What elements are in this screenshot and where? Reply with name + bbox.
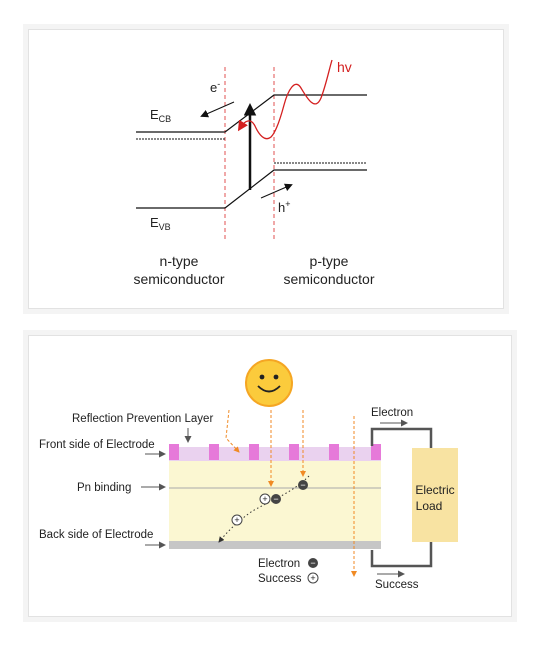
- band-diagram: hv e- h+ ECB EVB n-type semiconductor p-…: [133, 59, 374, 287]
- svg-text:+: +: [262, 494, 267, 504]
- success-flow-label: Success: [375, 579, 419, 591]
- electron-label: e-: [210, 79, 220, 95]
- electric-load-box: [412, 448, 458, 542]
- circuit-wire-bottom: [370, 540, 433, 568]
- reflection-layer-label: Reflection Prevention Layer: [72, 413, 213, 425]
- light-rays: [225, 409, 357, 577]
- carrier-path: [218, 475, 310, 543]
- band-diagram-panel: hv e- h+ ECB EVB n-type semiconductor p-…: [28, 29, 504, 309]
- pn-binding-label: Pn binding: [77, 482, 131, 494]
- valence-band: [136, 169, 367, 209]
- solar-cell-diagram: − + − + Reflection Prevention Layer Fron…: [39, 359, 458, 591]
- svg-text:−: −: [273, 494, 278, 504]
- conduction-band-label: ECB: [150, 107, 171, 124]
- electric-load-sublabel: Load: [416, 499, 443, 513]
- svg-text:−: −: [300, 480, 305, 490]
- front-electrode-layer: [169, 447, 381, 461]
- back-electrode-label: Back side of Electrode: [39, 529, 153, 541]
- photon-label: hv: [337, 59, 352, 75]
- valence-band-label: EVB: [150, 215, 171, 232]
- legend-electron-icon: −: [308, 558, 318, 568]
- electron-flow-label: Electron: [371, 407, 413, 419]
- front-electrode-label: Front side of Electrode: [39, 439, 155, 451]
- svg-text:+: +: [310, 573, 315, 583]
- p-type-sublabel: semiconductor: [283, 271, 374, 287]
- solar-cell-panel: − + − + Reflection Prevention Layer Fron…: [28, 335, 512, 617]
- legend-electron-label: Electron: [258, 558, 300, 570]
- hole-electron-pair: + −: [259, 493, 281, 505]
- svg-text:+: +: [234, 515, 239, 525]
- sun-icon: [245, 359, 293, 407]
- front-contacts: [169, 444, 381, 460]
- electric-load-label: Electric: [415, 483, 454, 497]
- photon-wave: [237, 59, 333, 140]
- hole-carrier: +: [231, 514, 243, 526]
- svg-text:−: −: [310, 558, 315, 568]
- back-electrode-layer: [169, 541, 381, 549]
- legend-success-icon: +: [307, 572, 319, 584]
- hole-label: h+: [278, 199, 291, 215]
- electron-carrier: −: [298, 480, 308, 490]
- n-type-sublabel: semiconductor: [133, 271, 224, 287]
- p-type-label: p-type: [310, 253, 349, 269]
- n-type-label: n-type: [160, 253, 199, 269]
- electron-arrow: [200, 101, 235, 118]
- hole-arrow: [260, 183, 293, 199]
- circuit-wire-top: [370, 427, 433, 450]
- legend-success-label: Success: [258, 573, 302, 585]
